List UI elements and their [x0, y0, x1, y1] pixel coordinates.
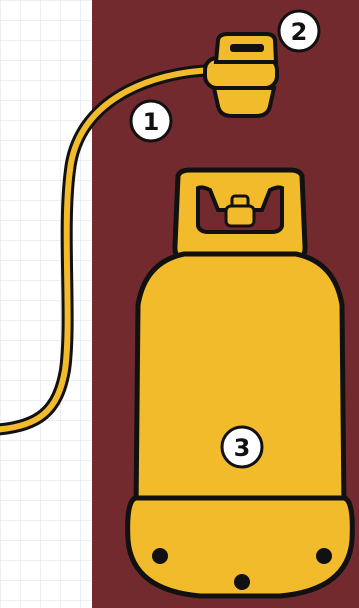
vent-hole [152, 548, 168, 564]
label-hose: 1 [143, 108, 160, 136]
label-badge-hose: 1 [131, 101, 171, 141]
label-badge-regulator: 2 [279, 11, 319, 51]
label-badge-cylinder: 3 [222, 427, 262, 467]
grid-background [0, 0, 92, 608]
vent-hole [234, 574, 250, 590]
label-regulator: 2 [291, 18, 308, 46]
label-cylinder: 3 [234, 434, 251, 462]
regulator [205, 34, 277, 116]
vent-hole [316, 548, 332, 564]
